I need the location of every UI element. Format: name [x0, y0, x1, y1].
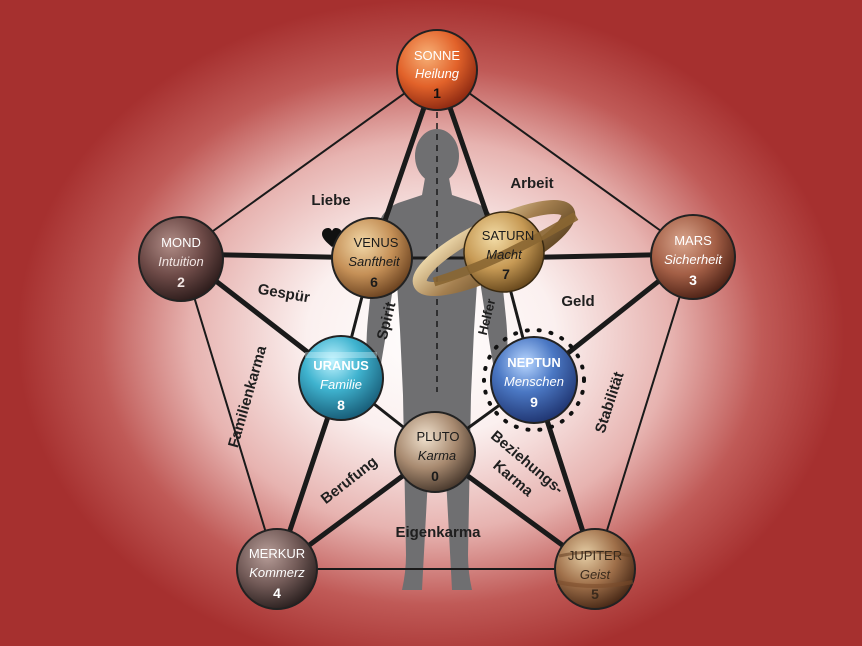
planet-name: MERKUR [249, 546, 305, 561]
planet-pluto: PLUTO Karma 0 [394, 411, 476, 493]
planet-quality: Menschen [504, 374, 564, 389]
planet-uranus: URANUS Familie 8 [298, 335, 384, 421]
planet-name: PLUTO [416, 429, 459, 444]
planet-name: JUPITER [568, 548, 622, 563]
planet-quality: Karma [418, 448, 456, 463]
planet-name: SONNE [414, 48, 461, 63]
label-liebe: Liebe [311, 192, 350, 209]
planet-quality: Sanftheit [348, 254, 401, 269]
label-arbeit: Arbeit [510, 175, 553, 192]
planet-number: 1 [433, 85, 441, 101]
planet-neptun: NEPTUN Menschen 9 [482, 328, 586, 432]
planet-number: 6 [370, 274, 378, 290]
label-gespuer: Gespür [256, 281, 311, 307]
planet-number: 0 [431, 468, 439, 484]
planet-name: MARS [674, 233, 712, 248]
planet-name: MOND [161, 235, 201, 250]
planet-quality: Familie [320, 377, 362, 392]
planet-number: 2 [177, 274, 185, 290]
planet-number: 5 [591, 586, 599, 602]
label-eigenkarma: Eigenkarma [395, 524, 481, 541]
label-geld: Geld [561, 293, 594, 310]
planet-mars: MARS Sicherheit 3 [650, 214, 736, 300]
planet-saturn: SATURN Macht 7 [412, 199, 579, 297]
planet-quality: Sicherheit [664, 252, 723, 267]
planet-mond: MOND Intuition 2 [138, 216, 224, 302]
planet-quality: Macht [486, 247, 523, 262]
planet-number: 4 [273, 585, 281, 601]
planet-name: VENUS [354, 235, 399, 250]
planet-sonne: SONNE Heilung 1 [396, 29, 478, 111]
planet-number: 9 [530, 394, 538, 410]
planet-jupiter: JUPITER Geist 5 [554, 528, 636, 610]
planet-name: URANUS [313, 358, 369, 373]
planet-number: 7 [502, 266, 510, 282]
planet-name: SATURN [482, 228, 534, 243]
planet-name: NEPTUN [507, 355, 560, 370]
planet-merkur: MERKUR Kommerz 4 [236, 528, 318, 610]
planet-quality: Kommerz [249, 565, 305, 580]
label-stabilitaet: Stabilität [592, 370, 628, 435]
planet-number: 8 [337, 397, 345, 413]
planet-venus: VENUS Sanftheit 6 [331, 217, 413, 299]
planet-quality: Heilung [415, 66, 460, 81]
planet-quality: Intuition [158, 254, 204, 269]
planet-quality: Geist [580, 567, 612, 582]
label-familienkarma: Familienkarma [225, 343, 270, 449]
planet-number: 3 [689, 272, 697, 288]
